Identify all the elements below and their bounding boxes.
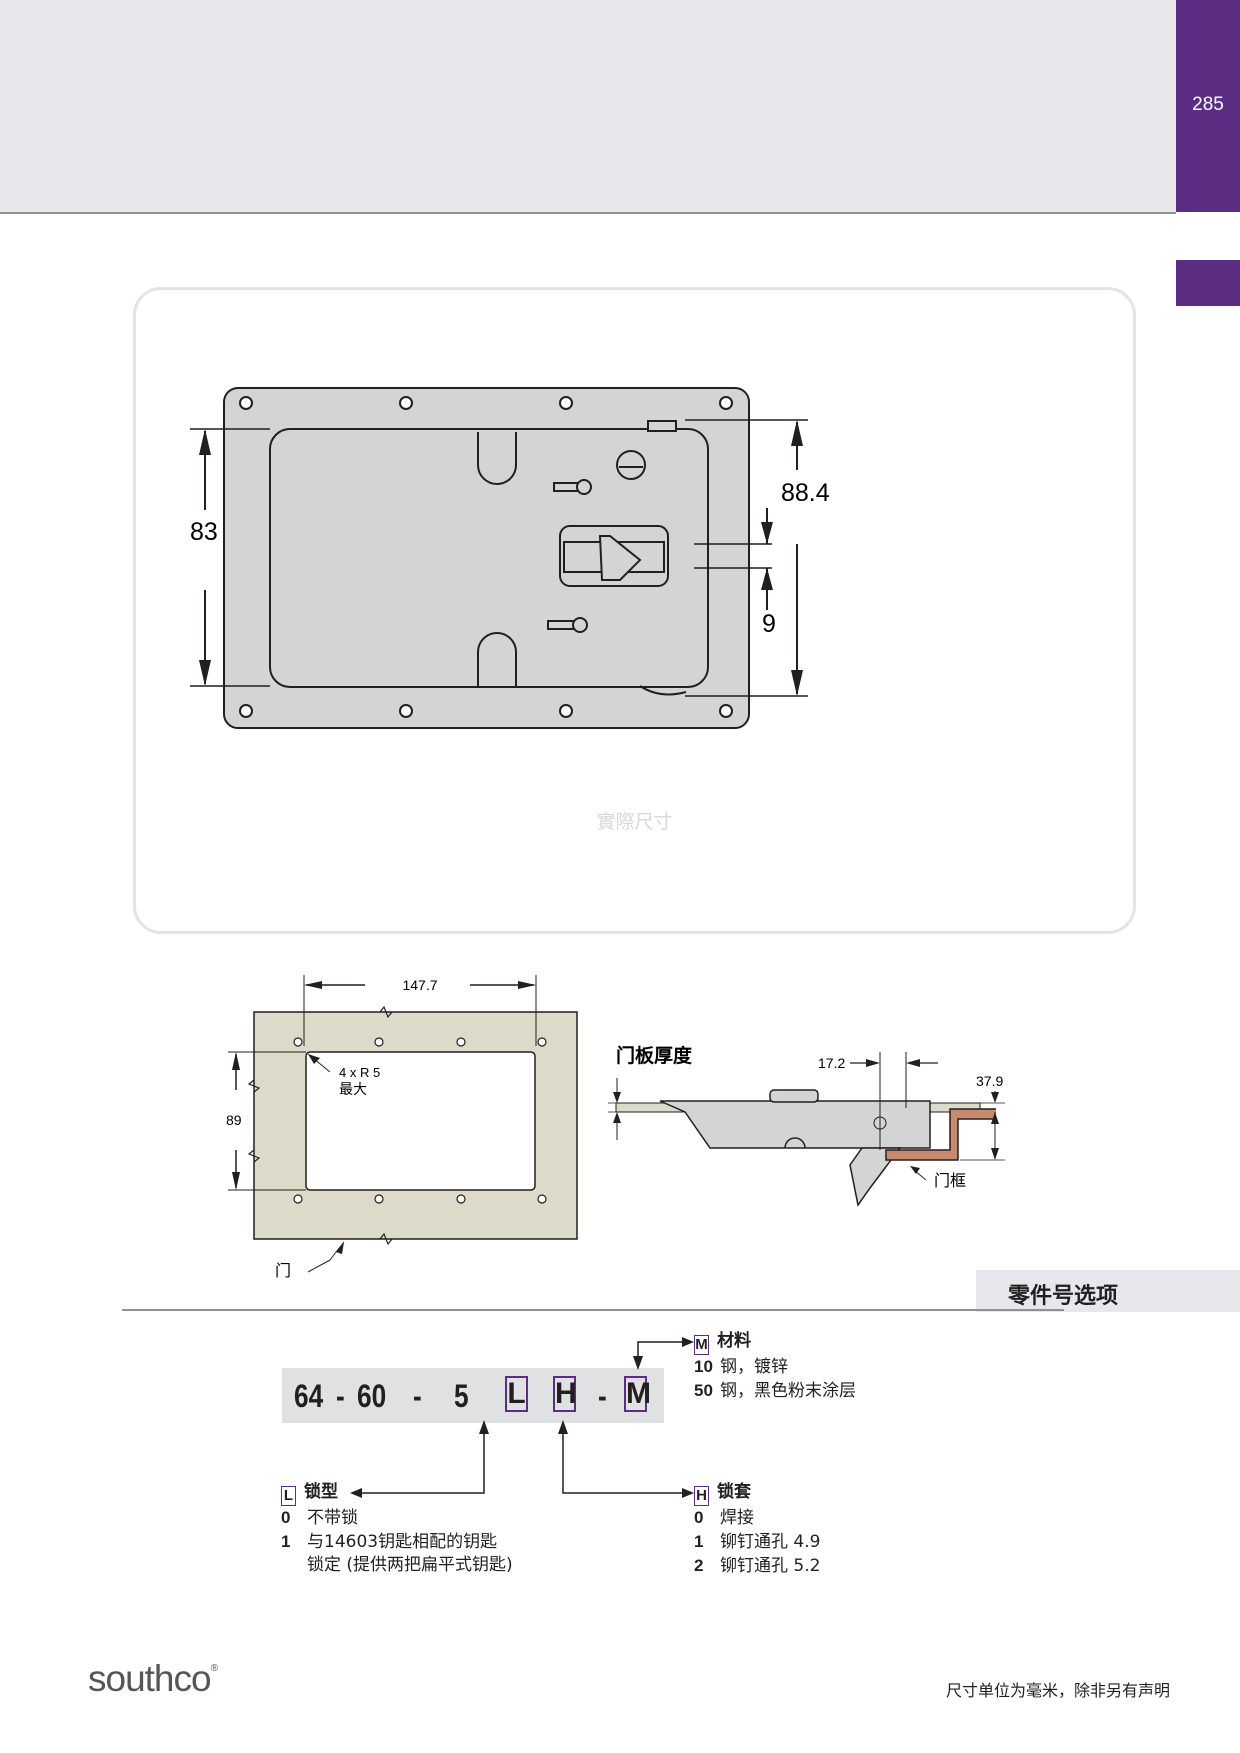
pn-dash-1: - [336, 1378, 345, 1414]
lock-type-option-num: 0 [281, 1508, 291, 1527]
housing-option-num: 2 [694, 1556, 704, 1575]
pn-code-m: M [624, 1376, 651, 1412]
pn-part-2: 60 [357, 1378, 387, 1414]
header-band [0, 0, 1176, 214]
part-options-title: 零件号选项 [1008, 1284, 1119, 1309]
frame-label: 门框 [934, 1171, 966, 1190]
housing-option: 2 铆钉通孔 5.2 [694, 1554, 820, 1578]
housing-option: 0 焊接 [694, 1506, 820, 1530]
page-tab: 285 [1176, 0, 1240, 212]
material-option-text: 钢，镀锌 [720, 1357, 788, 1377]
section-marker-tab [1176, 260, 1240, 306]
front-view-panel: 實際尺寸 [133, 287, 1136, 934]
cutout-width-dim: 147.7 [402, 977, 437, 993]
housing-option-num: 1 [694, 1532, 704, 1551]
material-option-num: 10 [694, 1357, 713, 1376]
radius-callout: 4 x R 5 [339, 1065, 380, 1080]
lock-type-option-text: 不带锁 [307, 1508, 358, 1528]
pn-dash-3: - [598, 1378, 607, 1414]
housing-code: H [694, 1486, 709, 1506]
lock-type-option: 0 不带锁 [281, 1506, 513, 1530]
cutout-height-dim: 89 [226, 1112, 242, 1128]
logo-registered-mark: ® [210, 1663, 218, 1674]
lock-type-option: 1 与14603钥匙相配的钥匙 [281, 1530, 513, 1554]
lock-type-option-num: 1 [281, 1532, 291, 1551]
material-option: 50 钢，黑色粉末涂层 [694, 1379, 856, 1403]
housing-option: 1 铆钉通孔 4.9 [694, 1530, 820, 1554]
panel-thickness-label: 门板厚度 [616, 1044, 693, 1067]
material-code: M [694, 1335, 709, 1355]
pn-code-l: L [505, 1376, 528, 1412]
lock-type-option: 锁定 (提供两把扁平式钥匙) [281, 1554, 513, 1577]
door-label: 门 [275, 1261, 291, 1280]
radius-callout-max: 最大 [339, 1082, 367, 1098]
material-option-num: 50 [694, 1381, 713, 1400]
housing-option-text: 铆钉通孔 4.9 [720, 1532, 821, 1552]
housing-option-num: 0 [694, 1508, 704, 1527]
material-option: 10 钢，镀锌 [694, 1355, 856, 1379]
dim-83: 83 [190, 518, 218, 546]
part-options-heading: 零件号选项 [976, 1270, 1240, 1312]
pn-code-h: H [553, 1376, 577, 1412]
material-option-text: 钢，黑色粉末涂层 [720, 1381, 856, 1401]
housing-legend: H 锁套 0 焊接 1 铆钉通孔 4.9 2 铆钉通孔 5.2 [694, 1481, 820, 1578]
page-number: 285 [1192, 94, 1224, 115]
dim-88-4: 88.4 [781, 479, 830, 507]
southco-logo: southco® [88, 1658, 218, 1700]
pn-dash-2: - [413, 1378, 422, 1414]
lock-type-title: 锁型 [304, 1482, 338, 1502]
lock-type-code: L [281, 1486, 296, 1506]
material-title: 材料 [717, 1331, 751, 1351]
section-divider [122, 1309, 1064, 1311]
pn-part-1: 64 [294, 1378, 324, 1414]
actual-size-watermark: 實際尺寸 [596, 811, 673, 833]
part-number-box: 64 - 60 - 5 L H - M [282, 1368, 664, 1423]
housing-option-text: 铆钉通孔 5.2 [720, 1556, 821, 1576]
housing-title: 锁套 [717, 1482, 751, 1502]
lock-type-legend: L 锁型 0 不带锁 1 与14603钥匙相配的钥匙 锁定 (提供两把扁平式钥匙) [281, 1481, 513, 1577]
units-note: 尺寸单位为毫米，除非另有声明 [946, 1681, 1171, 1700]
logo-wordmark: southco [88, 1658, 212, 1699]
dim-9: 9 [762, 610, 776, 638]
lock-type-option-text: 与14603钥匙相配的钥匙 [307, 1532, 498, 1552]
dim-37-9: 37.9 [976, 1073, 1003, 1089]
material-legend: M 材料 10 钢，镀锌 50 钢，黑色粉末涂层 [694, 1330, 856, 1403]
housing-option-text: 焊接 [720, 1508, 754, 1528]
dim-17-2: 17.2 [818, 1055, 845, 1071]
pn-part-3: 5 [454, 1378, 469, 1414]
lock-type-option-text: 锁定 (提供两把扁平式钥匙) [307, 1555, 513, 1575]
